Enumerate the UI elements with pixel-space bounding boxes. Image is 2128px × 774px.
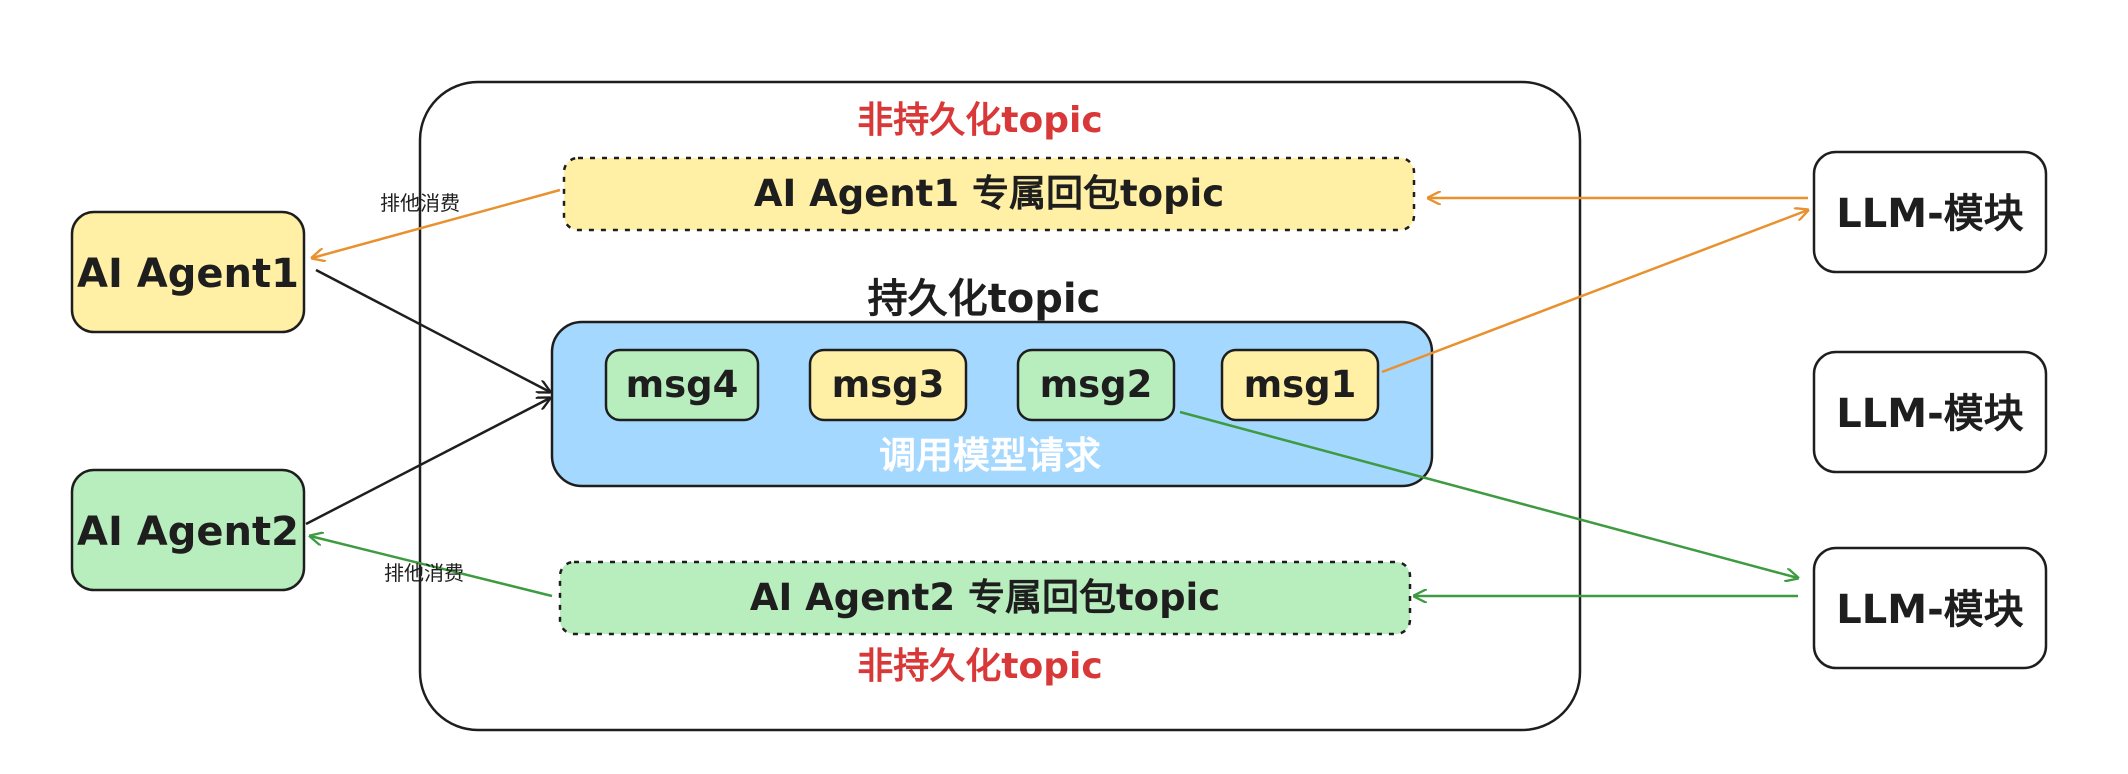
llm-module-1-label: LLM-模块	[1836, 191, 2023, 237]
llm-module-3[interactable]	[1812, 546, 2048, 670]
msg3-box[interactable]	[808, 348, 968, 422]
msg2-to-llm3-arrow	[1179, 410, 1798, 578]
agent1-to-persistent-arrow	[315, 268, 550, 392]
msg1-to-llm1-arrow	[1381, 210, 1808, 374]
msg1-box[interactable]	[1220, 348, 1380, 422]
ai-agent2-node[interactable]	[70, 468, 306, 592]
exclusive-consume-label-1: 排他消费	[380, 191, 460, 215]
msg2-box[interactable]	[1016, 348, 1176, 422]
ai-agent1-node[interactable]	[70, 210, 306, 334]
ai-agent1-label: AI Agent1	[77, 251, 299, 297]
llm-module-1[interactable]	[1812, 150, 2048, 274]
agent2-to-persistent-arrow	[305, 398, 550, 526]
msg2-label: msg2	[1040, 363, 1153, 406]
llm-module-3-label: LLM-模块	[1836, 587, 2023, 633]
msg1-label: msg1	[1244, 363, 1357, 406]
persistent-topic-caption: 调用模型请求	[879, 434, 1101, 477]
agent2-reply-to-agent2-arrow	[310, 536, 553, 598]
agent1-reply-topic-label: AI Agent1 专属回包topic	[754, 172, 1224, 215]
llm-module-2-label: LLM-模块	[1836, 391, 2023, 437]
ai-agent2-label: AI Agent2	[77, 509, 299, 555]
non-persistent-top-label: 非持久化topic	[857, 100, 1102, 141]
agent2-reply-topic[interactable]	[558, 560, 1412, 636]
non-persistent-bottom-label: 非持久化topic	[857, 646, 1102, 687]
agent2-reply-topic-label: AI Agent2 专属回包topic	[750, 576, 1220, 619]
msg3-label: msg3	[832, 363, 945, 406]
llm-module-2[interactable]	[1812, 350, 2048, 474]
agent1-reply-topic[interactable]	[562, 156, 1416, 232]
msg4-label: msg4	[626, 363, 739, 406]
agent1-reply-to-agent1-arrow	[312, 188, 561, 258]
persistent-topic-title: 持久化topic	[868, 276, 1101, 322]
topic-container	[418, 80, 1582, 732]
exclusive-consume-label-2: 排他消费	[384, 561, 464, 585]
msg4-box[interactable]	[604, 348, 760, 422]
